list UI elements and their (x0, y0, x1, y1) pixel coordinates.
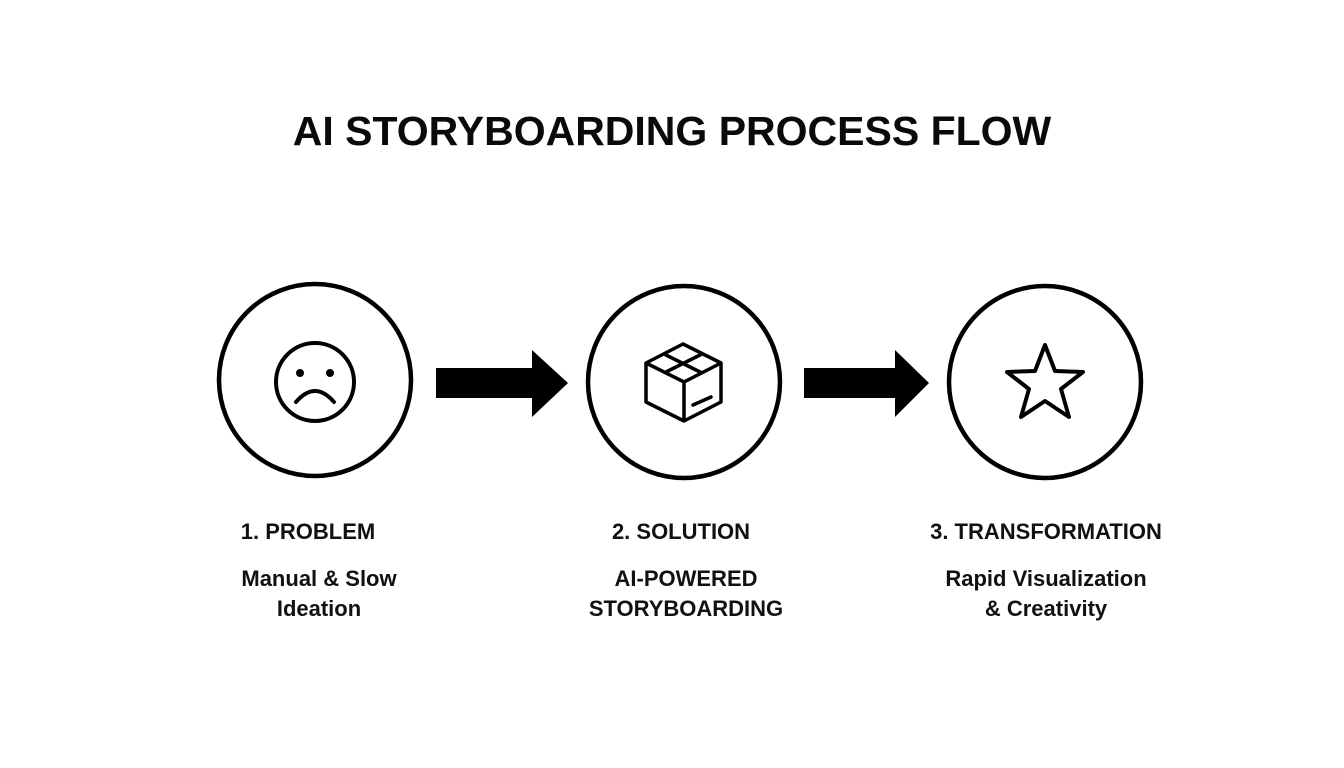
step-1-node (216, 281, 414, 479)
step-1-circle (216, 281, 414, 479)
arrow-1-icon (436, 350, 568, 417)
step-2-title: 2. SOLUTION (611, 519, 751, 544)
step-2-description-line-1: AI-POWERED (614, 566, 758, 591)
box-icon (644, 342, 723, 423)
step-2-description: AI-POWERED STORYBOARDING (526, 564, 846, 624)
arrow-2-icon (804, 350, 929, 417)
sad-face-icon (274, 341, 356, 423)
step-3-title: 3. TRANSFORMATION (930, 519, 1162, 544)
step-2-node (585, 283, 783, 481)
step-1-title: 1. PROBLEM (240, 519, 376, 544)
step-3-node (946, 283, 1144, 481)
star-icon (1005, 343, 1085, 419)
step-3-circle (946, 283, 1144, 481)
step-2-description-line-2: STORYBOARDING (588, 596, 784, 621)
step-3-description: Rapid Visualization & Creativity (886, 564, 1206, 624)
step-1-description-line-2: Ideation (276, 596, 362, 621)
step-1-description: Manual & Slow Ideation (159, 564, 479, 624)
diagram-title: AI STORYBOARDING PROCESS FLOW (292, 108, 1052, 154)
step-1-description-line-1: Manual & Slow (241, 566, 397, 591)
step-3-description-line-2: & Creativity (984, 596, 1108, 621)
step-2-circle (585, 283, 783, 481)
step-3-description-line-1: Rapid Visualization (945, 566, 1147, 591)
